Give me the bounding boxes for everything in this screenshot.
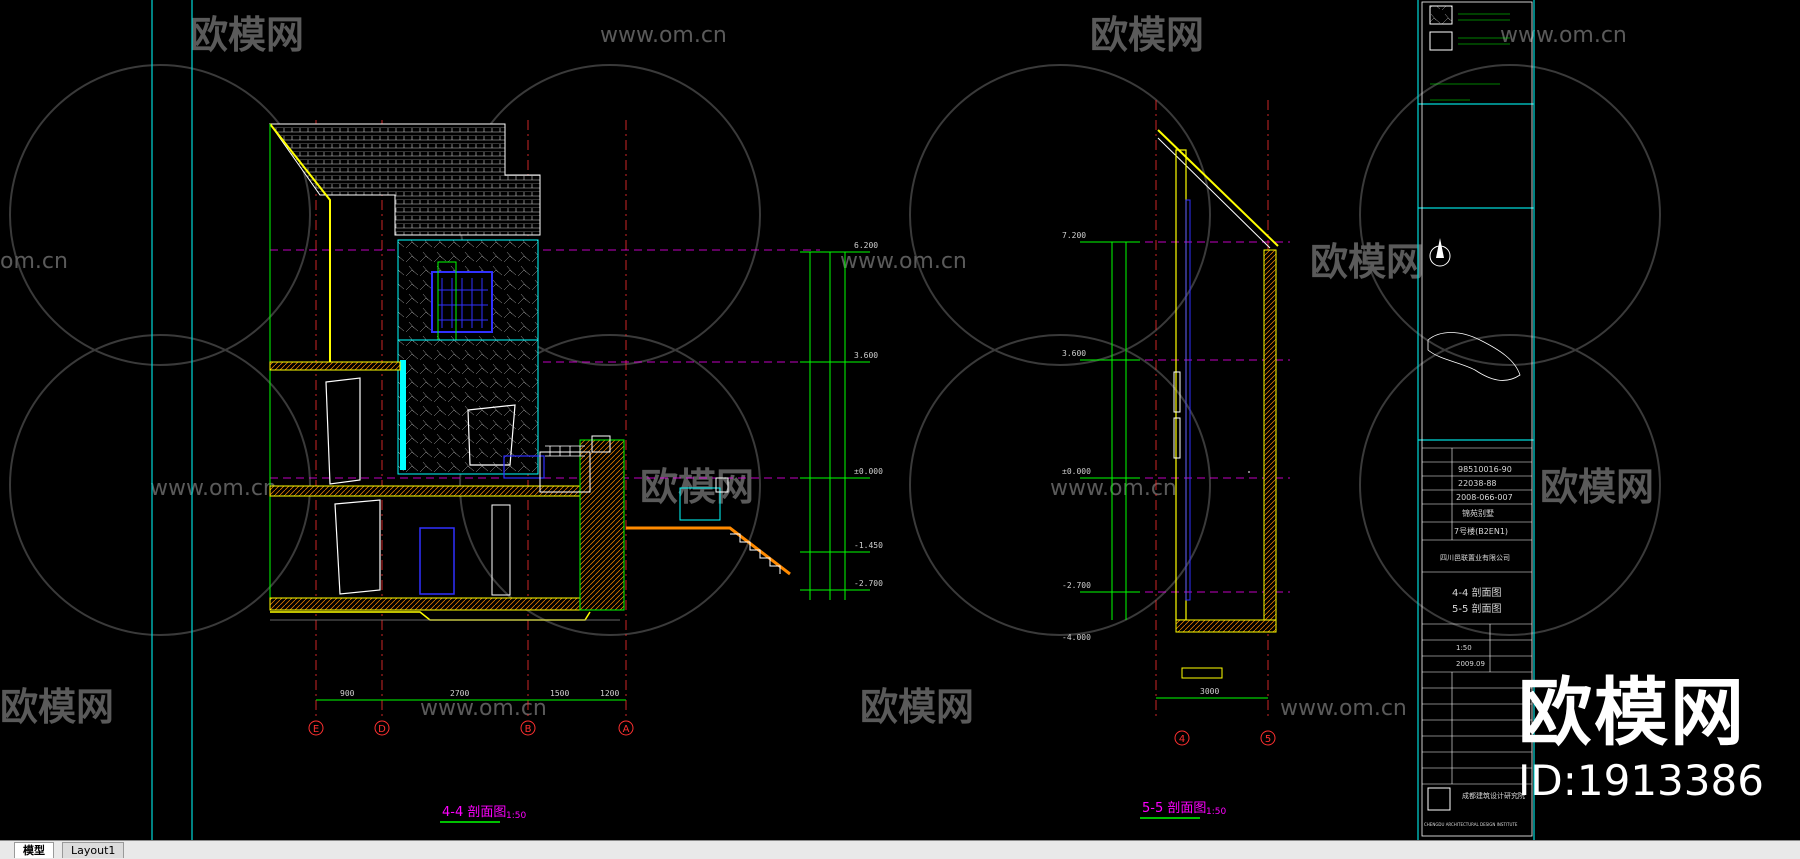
building-name: 7号楼(B2EN1) — [1454, 526, 1508, 536]
watermark-logo: 欧模网 — [1090, 13, 1204, 57]
elevation-label: -4.000 — [1062, 633, 1091, 642]
cad-drawing-canvas[interactable]: 欧模网 www.om.cn 欧模网 www.om.cn om.cn 欧模网 ww… — [0, 0, 1800, 840]
watermark-url: www.om.cn — [600, 23, 727, 48]
watermark-arcs — [9, 64, 1661, 636]
client-name: 四川邑联置业有限公司 — [1440, 553, 1510, 562]
watermark-logo: 欧模网 — [640, 465, 754, 509]
tab-layout1[interactable]: Layout1 — [62, 842, 125, 858]
dimension-label: 1500 — [550, 689, 569, 698]
watermark-logo: 欧模网 — [190, 13, 304, 57]
elevation-label: 3.600 — [1062, 349, 1086, 358]
axis-label: D — [378, 724, 386, 735]
watermark-url: www.om.cn — [1050, 476, 1177, 501]
section-4-4[interactable]: 6.200 3.600 ±0.000 -1.450 -2.700 900 270… — [269, 120, 883, 823]
watermark-url: www.om.cn — [1280, 696, 1407, 721]
dimension-label: 2700 — [450, 689, 469, 698]
elevation-label: 3.600 — [854, 351, 878, 360]
tab-model[interactable]: 模型 — [14, 842, 54, 858]
title-block[interactable]: 98510016-90 22038-88 2008-066-007 锦苑别墅 7… — [1421, 1, 1533, 837]
axis-label: 4 — [1179, 734, 1185, 745]
drawing-no: 2008-066-007 — [1456, 493, 1513, 502]
drawing-title: 4-4 剖面图 — [442, 805, 506, 820]
sheet-title-2: 5-5 剖面图 — [1452, 602, 1502, 615]
drawing-scale: 1:50 — [506, 811, 526, 821]
axis-label: 5 — [1265, 734, 1271, 745]
watermark-logo: 欧模网 — [1540, 465, 1654, 509]
watermark-url: www.om.cn — [840, 249, 967, 274]
contract-no: 22038-88 — [1458, 479, 1497, 488]
dimension-label: 3000 — [1200, 687, 1219, 696]
layout-tab-bar: 模型 Layout1 — [0, 840, 1800, 859]
roof-tiles — [269, 123, 541, 236]
elevation-label: -1.450 — [854, 541, 883, 550]
elevation-label: 7.200 — [1062, 231, 1086, 240]
sheet-title-1: 4-4 剖面图 — [1452, 586, 1502, 599]
elevation-label: -2.700 — [854, 579, 883, 588]
watermark-logo: 欧模网 — [860, 685, 974, 729]
elevation-label: 6.200 — [854, 241, 878, 250]
watermark-logo: 欧模网 — [1310, 240, 1424, 284]
watermark-url-short: om.cn — [0, 249, 68, 274]
dimension-label: 900 — [340, 689, 355, 698]
elevation-label: -2.700 — [1062, 581, 1091, 590]
watermark-url: www.om.cn — [150, 476, 277, 501]
watermark-texts: 欧模网 www.om.cn 欧模网 www.om.cn om.cn 欧模网 ww… — [0, 13, 1654, 729]
elevation-label: ±0.000 — [1062, 467, 1091, 476]
project-name: 锦苑别墅 — [1462, 508, 1494, 518]
date-value: 2009.09 — [1456, 660, 1485, 668]
drawing-scale: 1:50 — [1206, 807, 1226, 817]
axis-label: B — [525, 724, 532, 735]
firm-name-en: CHENGDU ARCHITECTURAL DESIGN INSTITUTE — [1424, 822, 1518, 827]
section-5-5[interactable]: 7.200 3.600 ±0.000 -2.700 -4.000 3000 4 … — [1062, 100, 1290, 819]
axis-label: E — [313, 724, 319, 735]
watermark-logo: 欧模网 — [0, 685, 114, 729]
firm-name: 成都建筑设计研究院 — [1462, 791, 1525, 800]
sheet-border — [151, 0, 1535, 840]
floor-slab — [269, 597, 591, 611]
scale-value: 1:50 — [1456, 644, 1472, 652]
dimension-stack — [800, 251, 870, 600]
floor-slab — [269, 485, 581, 497]
watermark-id: ID:1913386 — [1518, 756, 1764, 805]
project-id: 98510016-90 — [1458, 465, 1512, 474]
elevation-label: ±0.000 — [854, 467, 883, 476]
middle-wall — [397, 339, 539, 475]
drawing-title: 5-5 剖面图 — [1142, 801, 1206, 816]
axis-label: A — [623, 724, 630, 735]
dimension-label: 1200 — [600, 689, 619, 698]
watermark-brand-logo: 欧模网 — [1518, 670, 1746, 756]
watermark-url: www.om.cn — [1500, 23, 1627, 48]
floor-slab — [269, 361, 401, 371]
